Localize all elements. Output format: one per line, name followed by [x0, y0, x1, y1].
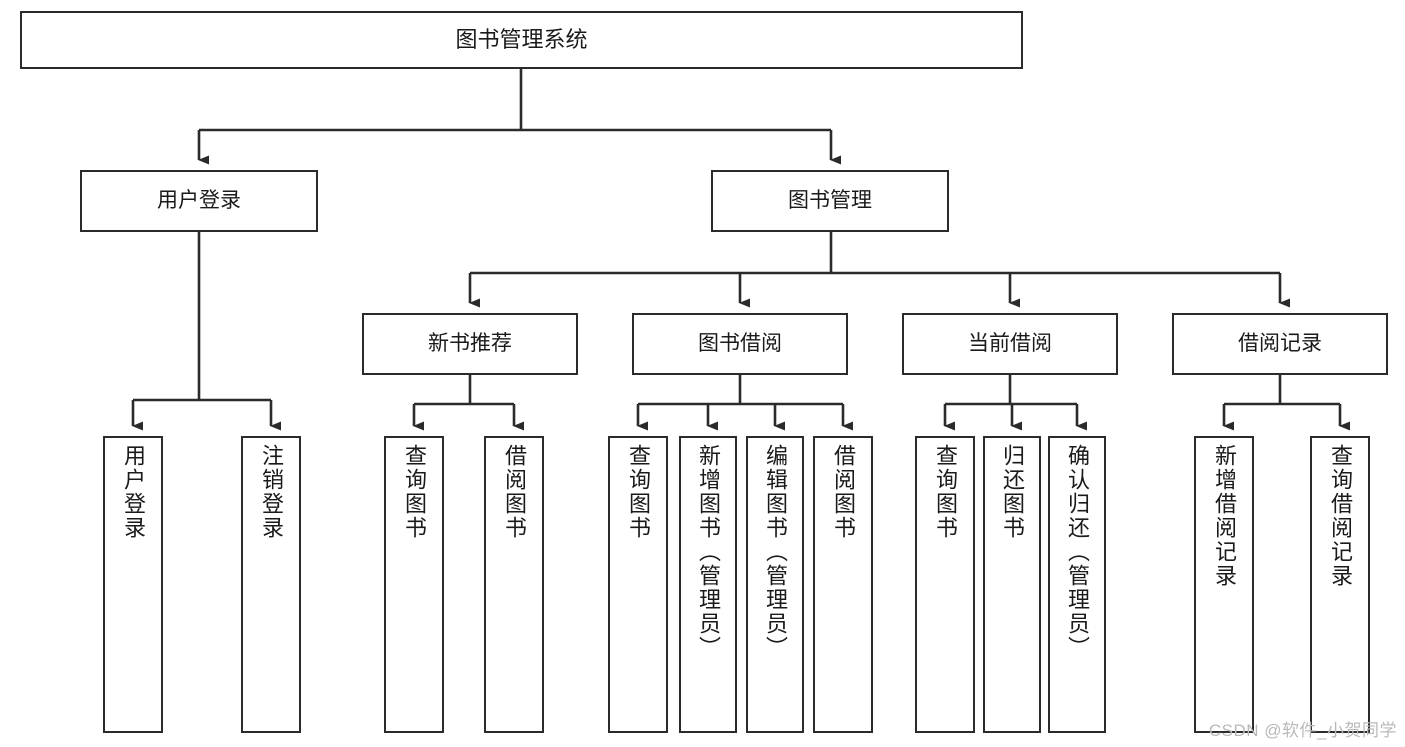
leaf-recommend-borrow-book[interactable]: 借阅图书 [484, 436, 544, 733]
node-book-management[interactable]: 图书管理 [711, 170, 949, 232]
leaf-borrow-edit-book-admin[interactable]: 编辑图书（管理员） [746, 436, 804, 733]
node-label: 新增借阅记录 [1212, 444, 1237, 588]
leaf-borrow-add-book-admin[interactable]: 新增图书（管理员） [679, 436, 737, 733]
node-label: 新书推荐 [428, 332, 512, 356]
leaf-borrow-borrow-book[interactable]: 借阅图书 [813, 436, 873, 733]
node-label: 借阅记录 [1238, 332, 1322, 356]
leaf-record-query-record[interactable]: 查询借阅记录 [1310, 436, 1370, 733]
node-label: 编辑图书（管理员） [763, 444, 788, 660]
node-label: 用户登录 [157, 189, 241, 213]
node-label: 归还图书 [1000, 444, 1025, 540]
node-label: 图书借阅 [698, 332, 782, 356]
leaf-recommend-query-book[interactable]: 查询图书 [384, 436, 444, 733]
node-label: 图书管理系统 [455, 26, 588, 52]
node-label: 借阅图书 [502, 444, 527, 540]
leaf-borrow-query-book[interactable]: 查询图书 [608, 436, 668, 733]
node-label: 当前借阅 [968, 332, 1052, 356]
node-root-system[interactable]: 图书管理系统 [20, 11, 1023, 69]
node-user-login[interactable]: 用户登录 [80, 170, 318, 232]
leaf-user-login-signout[interactable]: 注销登录 [241, 436, 301, 733]
leaf-current-return-book[interactable]: 归还图书 [983, 436, 1041, 733]
node-label: 借阅图书 [831, 444, 856, 540]
node-new-book-recommend[interactable]: 新书推荐 [362, 313, 578, 375]
leaf-current-confirm-return-admin[interactable]: 确认归还（管理员） [1048, 436, 1106, 733]
node-label: 用户登录 [121, 444, 146, 540]
node-label: 注销登录 [259, 444, 284, 540]
node-label: 新增图书（管理员） [696, 444, 721, 660]
node-label: 查询图书 [626, 444, 651, 540]
node-label: 查询图书 [402, 444, 427, 540]
node-label: 查询图书 [933, 444, 958, 540]
node-current-borrow[interactable]: 当前借阅 [902, 313, 1118, 375]
node-book-borrow[interactable]: 图书借阅 [632, 313, 848, 375]
leaf-record-add-record[interactable]: 新增借阅记录 [1194, 436, 1254, 733]
leaf-user-login-signin[interactable]: 用户登录 [103, 436, 163, 733]
node-borrow-record[interactable]: 借阅记录 [1172, 313, 1388, 375]
node-label: 图书管理 [788, 189, 872, 213]
leaf-current-query-book[interactable]: 查询图书 [915, 436, 975, 733]
node-label: 确认归还（管理员） [1065, 444, 1090, 660]
node-label: 查询借阅记录 [1328, 444, 1353, 588]
